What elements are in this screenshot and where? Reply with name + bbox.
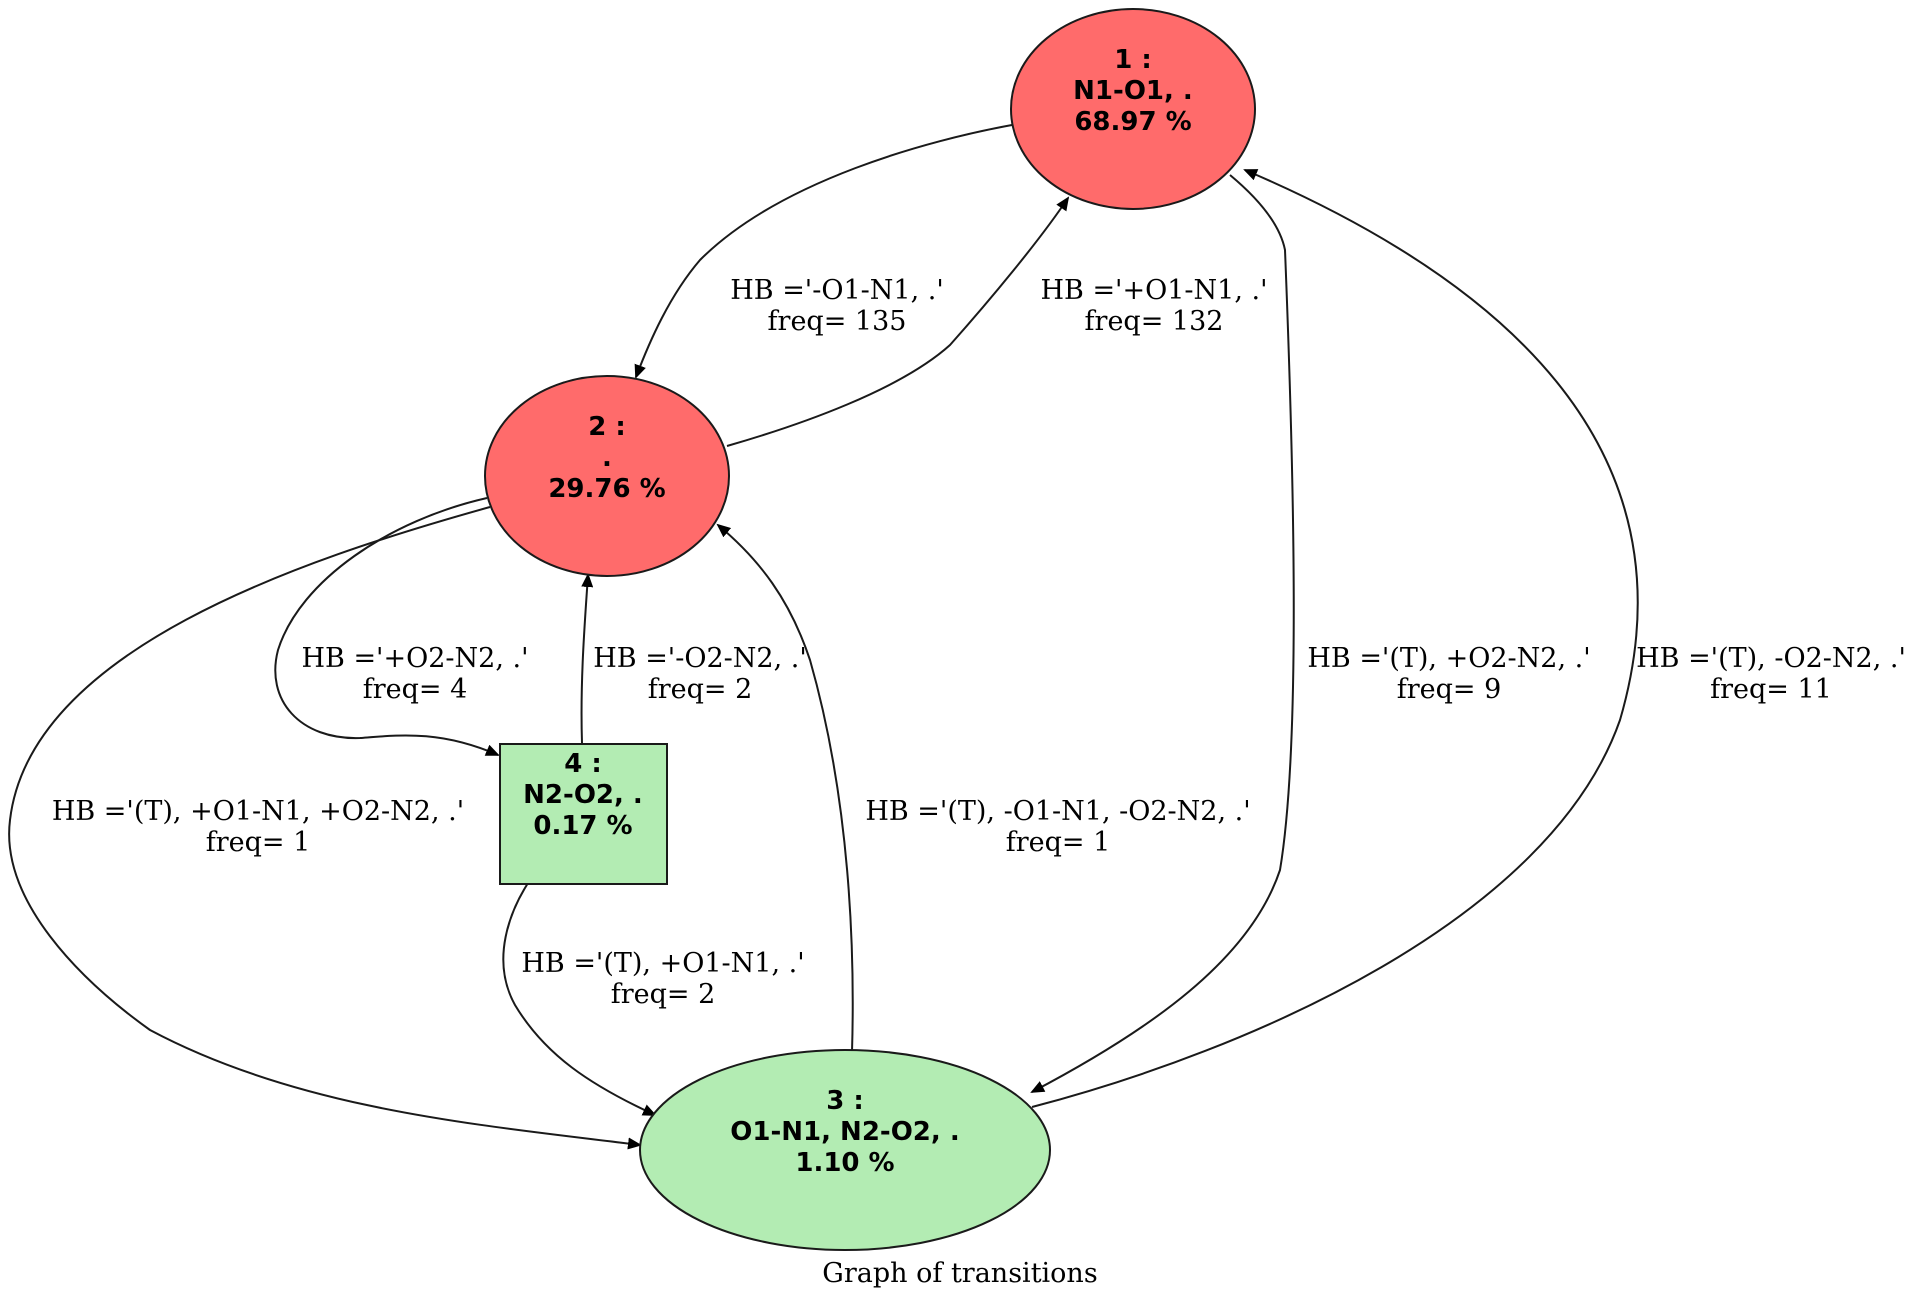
node-2-shape xyxy=(484,375,730,577)
node-1-name: N1-O1, . xyxy=(1073,76,1193,106)
edge-2-to-4 xyxy=(274,497,500,756)
edge-4-to-2-hb: HB ='-O2-N2, .' xyxy=(593,643,807,674)
edge-2-to-3-hb: HB ='(T), +O1-N1, +O2-N2, .' xyxy=(52,796,464,827)
edge-2-to-1-freq: freq= 132 xyxy=(1085,306,1224,337)
node-3: 3 : O1-N1, N2-O2, . 1.10 % xyxy=(639,1049,1051,1251)
edge-4-to-3 xyxy=(502,879,657,1116)
node-4: 4 : N2-O2, . 0.17 % xyxy=(499,743,668,885)
edge-4-to-2-freq: freq= 2 xyxy=(648,674,753,705)
node-4-shape xyxy=(499,743,668,885)
node-1-percent: 68.97 % xyxy=(1074,107,1191,137)
graph-caption: Graph of transitions xyxy=(822,1258,1097,1289)
node-4-id: 4 : xyxy=(564,749,602,779)
edge-3-to-1-freq: freq= 11 xyxy=(1710,674,1832,705)
edge-1-to-3 xyxy=(1030,174,1295,1093)
node-1-id: 1 : xyxy=(1114,45,1152,75)
node-4-name: N2-O2, . xyxy=(523,780,643,810)
node-3-name: O1-N1, N2-O2, . xyxy=(730,1117,959,1147)
edge-2-to-3-freq: freq= 1 xyxy=(206,827,311,858)
edge-2-to-4-freq: freq= 4 xyxy=(363,674,468,705)
node-4-percent: 0.17 % xyxy=(533,811,632,841)
edge-4-to-2 xyxy=(580,573,594,744)
edge-4-to-3-hb: HB ='(T), +O1-N1, .' xyxy=(521,948,804,979)
edge-2-to-1-hb: HB ='+O1-N1, .' xyxy=(1040,275,1267,306)
edge-4-to-3-freq: freq= 2 xyxy=(611,979,716,1010)
node-3-shape xyxy=(639,1049,1051,1251)
edge-1-to-3-hb: HB ='(T), +O2-N2, .' xyxy=(1307,643,1590,674)
edge-1-to-3-freq: freq= 9 xyxy=(1397,674,1502,705)
node-3-percent: 1.10 % xyxy=(795,1148,894,1178)
node-2-percent: 29.76 % xyxy=(548,474,665,504)
edge-1-to-2-hb: HB ='-O1-N1, .' xyxy=(730,275,944,306)
edge-2-to-1 xyxy=(726,196,1070,447)
edge-3-to-2-hb: HB ='(T), -O1-N1, -O2-N2, .' xyxy=(865,796,1250,827)
edge-2-to-3 xyxy=(8,506,642,1150)
node-2-id: 2 : xyxy=(588,412,626,442)
node-1: 1 : N1-O1, . 68.97 % xyxy=(1010,8,1256,210)
node-3-id: 3 : xyxy=(826,1086,864,1116)
edge-3-to-2 xyxy=(716,523,854,1053)
edge-1-to-2-freq: freq= 135 xyxy=(768,306,907,337)
edge-3-to-2-freq: freq= 1 xyxy=(1006,827,1111,858)
node-2: 2 : . 29.76 % xyxy=(484,375,730,577)
edge-3-to-1-hb: HB ='(T), -O2-N2, .' xyxy=(1636,643,1906,674)
node-1-shape xyxy=(1010,8,1256,210)
edge-1-to-2 xyxy=(634,124,1013,379)
edge-2-to-4-hb: HB ='+O2-N2, .' xyxy=(301,643,528,674)
edge-3-to-1 xyxy=(1031,169,1639,1108)
node-2-name: . xyxy=(602,443,612,473)
